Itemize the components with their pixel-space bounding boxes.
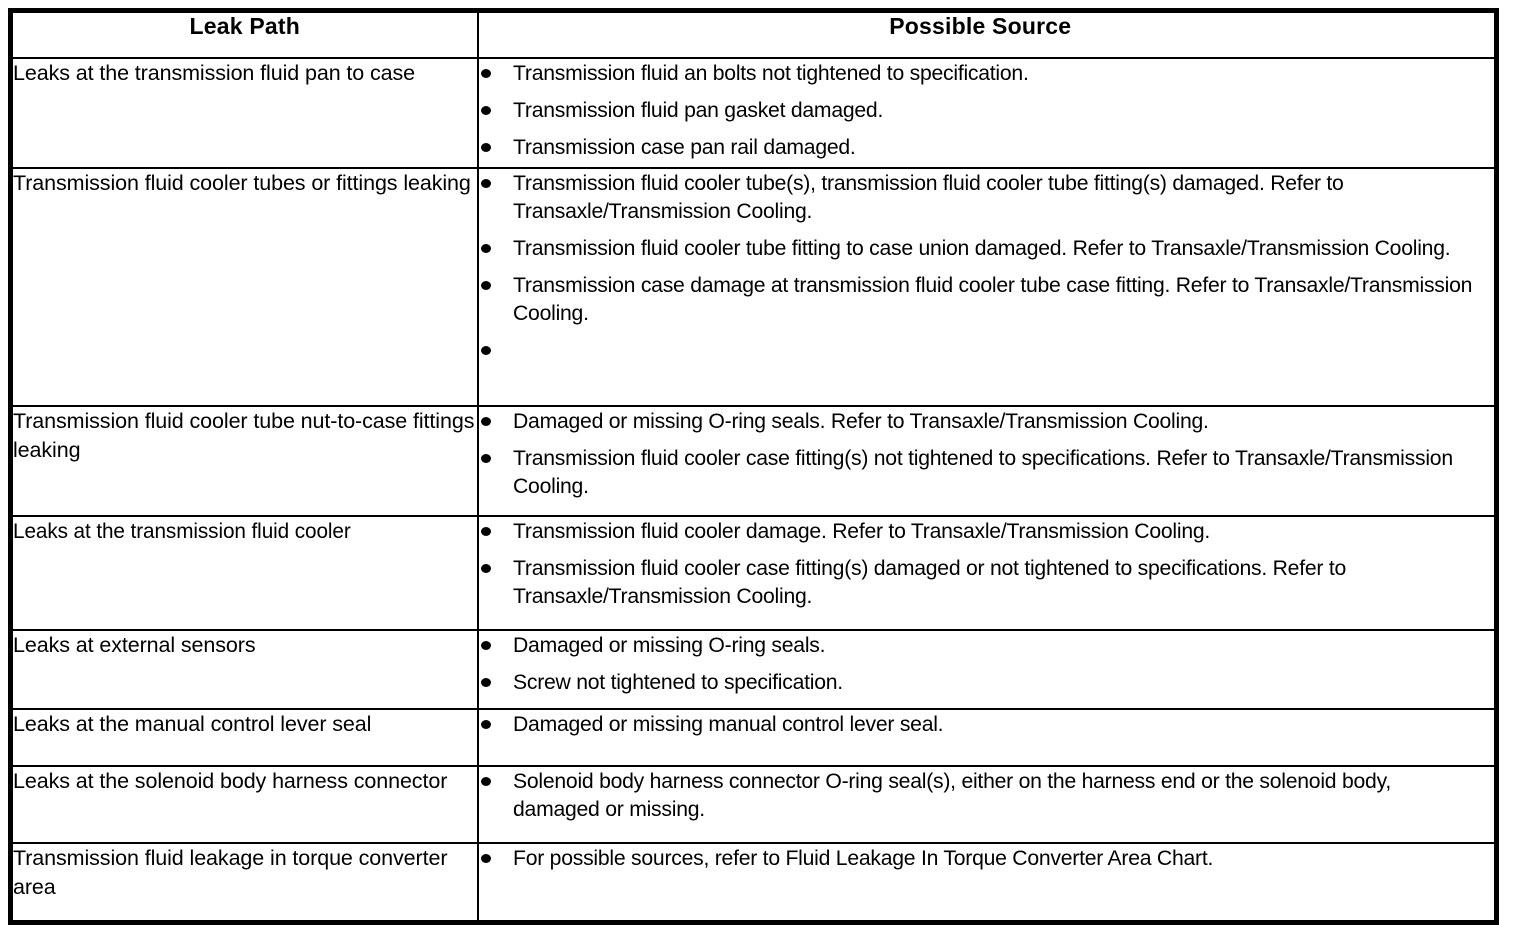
possible-source-cell: Transmission fluid cooler tube(s), trans… bbox=[476, 167, 1498, 407]
possible-source-text: Damaged or missing manual control lever … bbox=[512, 712, 944, 736]
leak-path-cell: Transmission fluid leakage in torque con… bbox=[9, 842, 479, 924]
possible-source-list: Transmission fluid cooler damage. Refer … bbox=[479, 517, 1495, 610]
leak-path-cell: Leaks at the transmission fluid cooler bbox=[9, 515, 479, 631]
bullet-icon bbox=[480, 454, 491, 463]
table-body: Leaks at the transmission fluid pan to c… bbox=[9, 57, 1498, 924]
bullet-icon bbox=[480, 564, 491, 573]
possible-source-list: Damaged or missing O-ring seals. Screw n… bbox=[479, 631, 1495, 696]
leak-path-text: Leaks at the transmission fluid pan to c… bbox=[13, 61, 416, 85]
possible-source-text: Transmission fluid pan gasket damaged. bbox=[512, 98, 883, 122]
bullet-icon bbox=[480, 244, 491, 253]
bullet-icon bbox=[480, 720, 491, 729]
table-header-row: Leak Path Possible Source bbox=[9, 9, 1498, 59]
leak-path-cell: Leaks at the manual control lever seal bbox=[9, 708, 479, 767]
bullet-icon bbox=[480, 281, 491, 290]
bullet-icon bbox=[480, 143, 491, 152]
table-row: Leaks at the transmission fluid pan to c… bbox=[9, 57, 1498, 169]
possible-source-cell: Transmission fluid an bolts not tightene… bbox=[476, 57, 1498, 169]
bullet-icon bbox=[480, 641, 491, 650]
possible-source-text: For possible sources, refer to Fluid Lea… bbox=[512, 846, 1213, 870]
list-item: Screw not tightened to specification. bbox=[479, 668, 1495, 696]
possible-source-cell: Transmission fluid cooler damage. Refer … bbox=[476, 515, 1498, 631]
list-item: Solenoid body harness connector O-ring s… bbox=[479, 767, 1495, 823]
bullet-icon bbox=[480, 854, 491, 863]
possible-source-text: Transmission fluid cooler damage. Refer … bbox=[512, 519, 1210, 543]
bullet-icon bbox=[480, 106, 491, 115]
possible-source-text: Transmission case pan rail damaged. bbox=[512, 135, 856, 159]
bullet-icon bbox=[480, 346, 491, 355]
bullet-icon bbox=[480, 179, 491, 188]
list-item: Transmission fluid pan gasket damaged. bbox=[479, 96, 1495, 124]
possible-source-list: Damaged or missing manual control lever … bbox=[479, 710, 1495, 738]
column-header-leak-path: Leak Path bbox=[9, 9, 479, 59]
leak-path-text: Transmission fluid cooler tube nut-to-ca… bbox=[13, 409, 475, 462]
possible-source-text: Transmission fluid cooler tube fitting t… bbox=[512, 236, 1451, 260]
bullet-icon bbox=[480, 417, 491, 426]
table-row: Transmission fluid leakage in torque con… bbox=[9, 842, 1498, 924]
leak-path-text: Transmission fluid cooler tubes or fitti… bbox=[13, 171, 471, 195]
table-row: Leaks at the solenoid body harness conne… bbox=[9, 765, 1498, 844]
leak-path-cell: Transmission fluid cooler tube nut-to-ca… bbox=[9, 405, 479, 517]
bullet-icon bbox=[480, 69, 491, 78]
leak-path-cell: Leaks at external sensors bbox=[9, 629, 479, 710]
possible-source-text: Transmission case damage at transmission… bbox=[512, 273, 1472, 325]
leak-path-table-container: Leak Path Possible Source Leaks at the t… bbox=[8, 8, 1499, 925]
list-item: Transmission fluid cooler case fitting(s… bbox=[479, 554, 1495, 610]
possible-source-cell: Damaged or missing O-ring seals. Refer t… bbox=[476, 405, 1498, 517]
leak-path-text: Leaks at external sensors bbox=[13, 633, 256, 657]
possible-source-text: Damaged or missing O-ring seals. bbox=[512, 633, 826, 657]
table-row: Transmission fluid cooler tube nut-to-ca… bbox=[9, 405, 1498, 517]
possible-source-cell: Damaged or missing O-ring seals. Screw n… bbox=[476, 629, 1498, 710]
possible-source-list: Transmission fluid an bolts not tightene… bbox=[479, 59, 1495, 161]
leak-path-text: Leaks at the transmission fluid cooler bbox=[13, 519, 351, 543]
bullet-icon bbox=[480, 777, 491, 786]
table-row: Leaks at the manual control lever seal D… bbox=[9, 708, 1498, 767]
table-row: Leaks at external sensors Damaged or mis… bbox=[9, 629, 1498, 710]
list-item: For possible sources, refer to Fluid Lea… bbox=[479, 844, 1495, 872]
possible-source-text: Solenoid body harness connector O-ring s… bbox=[512, 769, 1391, 821]
list-item: Damaged or missing O-ring seals. bbox=[479, 631, 1495, 659]
bullet-icon bbox=[480, 527, 491, 536]
possible-source-cell: Damaged or missing manual control lever … bbox=[476, 708, 1498, 767]
possible-source-list: Damaged or missing O-ring seals. Refer t… bbox=[479, 407, 1495, 500]
list-item: Damaged or missing manual control lever … bbox=[479, 710, 1495, 738]
possible-source-text: Transmission fluid cooler case fitting(s… bbox=[512, 556, 1346, 608]
leak-path-text: Transmission fluid leakage in torque con… bbox=[13, 846, 448, 899]
list-item: Transmission case pan rail damaged. bbox=[479, 133, 1495, 161]
list-item: Damaged or missing O-ring seals. Refer t… bbox=[479, 407, 1495, 435]
leak-path-text: Leaks at the solenoid body harness conne… bbox=[13, 769, 448, 793]
list-item: Transmission fluid cooler damage. Refer … bbox=[479, 517, 1495, 545]
possible-source-cell: For possible sources, refer to Fluid Lea… bbox=[476, 842, 1498, 924]
list-item: Transmission case damage at transmission… bbox=[479, 271, 1495, 327]
table-row: Transmission fluid cooler tubes or fitti… bbox=[9, 167, 1498, 407]
list-item-empty bbox=[479, 336, 1495, 364]
possible-source-list: For possible sources, refer to Fluid Lea… bbox=[479, 844, 1495, 872]
possible-source-list: Solenoid body harness connector O-ring s… bbox=[479, 767, 1495, 823]
leak-path-cell: Leaks at the solenoid body harness conne… bbox=[9, 765, 479, 844]
possible-source-text: Transmission fluid cooler case fitting(s… bbox=[512, 446, 1453, 498]
possible-source-text: Transmission fluid an bolts not tightene… bbox=[512, 61, 1029, 85]
column-header-possible-source: Possible Source bbox=[476, 9, 1498, 59]
list-item: Transmission fluid cooler case fitting(s… bbox=[479, 444, 1495, 500]
table-row: Leaks at the transmission fluid cooler T… bbox=[9, 515, 1498, 631]
possible-source-cell: Solenoid body harness connector O-ring s… bbox=[476, 765, 1498, 844]
possible-source-text: Damaged or missing O-ring seals. Refer t… bbox=[512, 409, 1209, 433]
list-item: Transmission fluid cooler tube fitting t… bbox=[479, 234, 1495, 262]
column-header-leak-path-label: Leak Path bbox=[189, 13, 300, 39]
possible-source-list: Transmission fluid cooler tube(s), trans… bbox=[479, 169, 1495, 364]
list-item: Transmission fluid cooler tube(s), trans… bbox=[479, 169, 1495, 225]
leak-path-text: Leaks at the manual control lever seal bbox=[13, 712, 372, 736]
possible-source-text: Screw not tightened to specification. bbox=[512, 670, 843, 694]
leak-path-cell: Transmission fluid cooler tubes or fitti… bbox=[9, 167, 479, 407]
table-header: Leak Path Possible Source bbox=[9, 9, 1498, 59]
column-header-possible-source-label: Possible Source bbox=[889, 13, 1072, 39]
leak-path-possible-source-table: Leak Path Possible Source Leaks at the t… bbox=[8, 8, 1499, 925]
list-item: Transmission fluid an bolts not tightene… bbox=[479, 59, 1495, 87]
possible-source-text: Transmission fluid cooler tube(s), trans… bbox=[512, 171, 1344, 223]
leak-path-cell: Leaks at the transmission fluid pan to c… bbox=[9, 57, 479, 169]
bullet-icon bbox=[480, 678, 491, 687]
